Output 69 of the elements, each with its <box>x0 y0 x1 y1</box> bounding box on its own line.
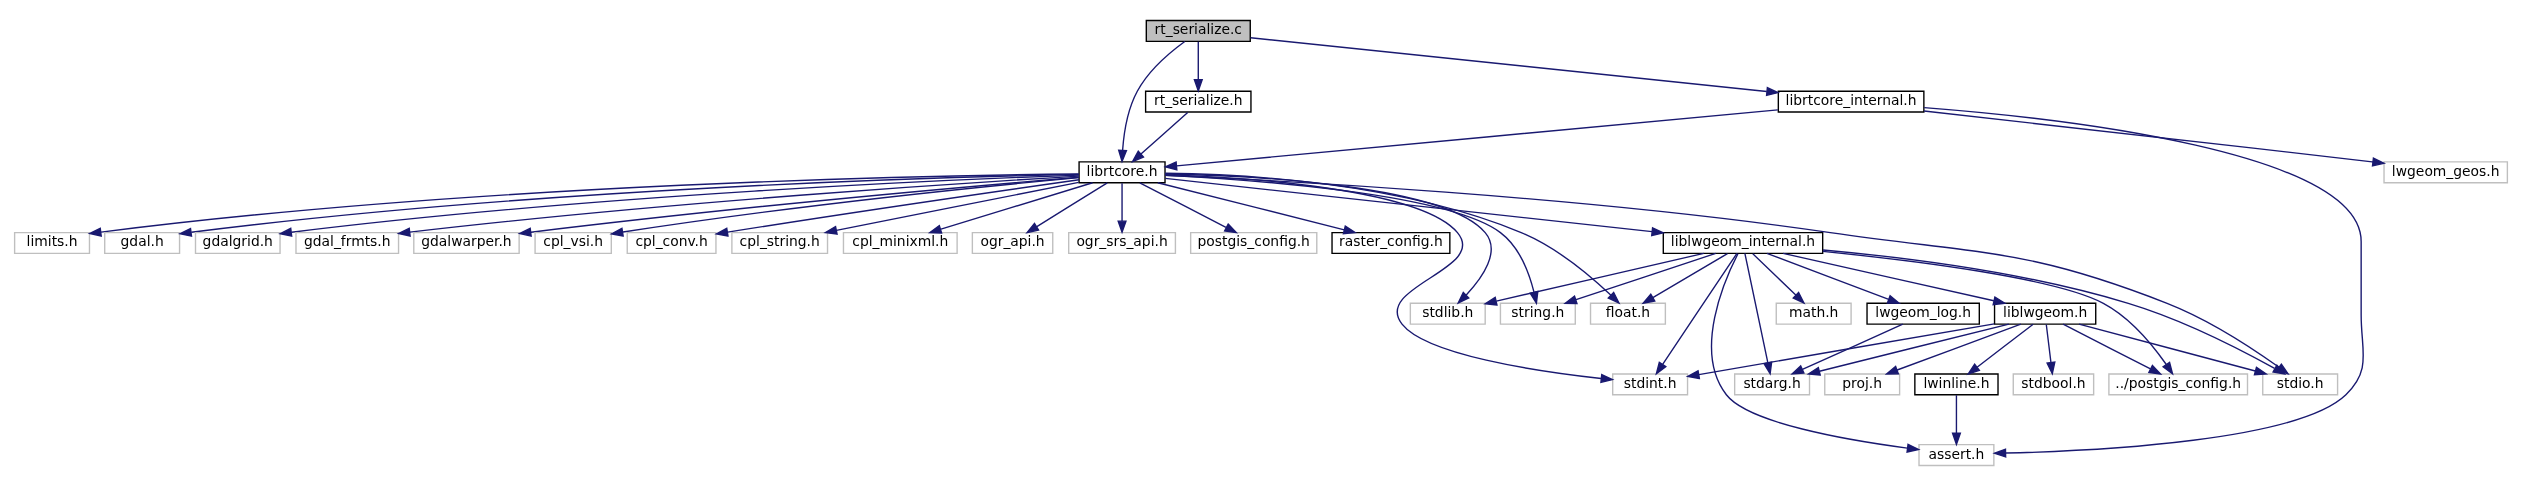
node-box: lwgeom_log.h <box>1866 302 1980 325</box>
node-box: postgis_config.h <box>1189 231 1318 254</box>
node-box: raster_config.h <box>1331 231 1451 254</box>
node-box: limits.h <box>13 231 91 254</box>
node-box: gdal.h <box>104 231 181 254</box>
arrow <box>1951 394 1962 446</box>
arrow <box>1163 108 1779 171</box>
arrow <box>609 176 1080 237</box>
node-box: assert.h <box>1918 443 1995 466</box>
arrow <box>1752 252 1806 304</box>
arrow <box>517 176 1080 237</box>
arrow <box>1822 250 2174 375</box>
arrow <box>1117 181 1127 234</box>
node-box: stdbool.h <box>2012 372 2095 395</box>
node-box: stdlib.h <box>1409 302 1486 325</box>
node-box: gdal_frmts.h <box>295 231 400 254</box>
arrow <box>2062 323 2163 375</box>
arrow <box>396 175 1080 237</box>
arrow <box>2078 322 2269 376</box>
arrow <box>1641 252 1729 304</box>
arrow <box>1164 177 1666 236</box>
node-box: ogr_api.h <box>971 231 1054 254</box>
arrow <box>1249 36 1781 96</box>
node-box: cpl_minixml.h <box>842 231 958 254</box>
arrow <box>1025 181 1108 234</box>
node-box: lwinline.h <box>1914 372 1999 395</box>
arrow <box>1655 252 1738 375</box>
node-box: math.h <box>1775 302 1852 325</box>
node-box: stdio.h <box>2262 372 2339 395</box>
arrow <box>1806 322 2010 376</box>
arrow <box>1157 181 1358 234</box>
node-box: librtcore.h <box>1078 160 1166 183</box>
arrow <box>1563 252 1717 304</box>
arrow <box>1966 323 2034 375</box>
node-box: gdalgrid.h <box>194 231 281 254</box>
node-box: rt_serialize.c <box>1145 19 1251 42</box>
node-box: cpl_string.h <box>731 231 829 254</box>
arrow <box>1923 109 2387 167</box>
node-box: rt_serialize.h <box>1144 90 1252 113</box>
node-box: liblwgeom_internal.h <box>1662 231 1824 254</box>
node-box: stdarg.h <box>1733 372 1811 395</box>
node-box: cpl_conv.h <box>626 231 717 254</box>
arrow <box>1117 40 1186 164</box>
arrow <box>1766 252 1902 304</box>
node-box: lwgeom_geos.h <box>2383 160 2509 183</box>
node-box: float.h <box>1589 302 1667 325</box>
arrow <box>1822 248 2287 375</box>
arrow <box>1164 173 1615 383</box>
arrow <box>823 181 1080 235</box>
node-box: gdalwarper.h <box>413 231 520 254</box>
arrow <box>1139 181 1239 234</box>
arrow <box>1884 322 2022 375</box>
arrow <box>1782 252 2007 305</box>
arrow <box>1790 323 1904 375</box>
arrow <box>1710 252 1921 453</box>
arrow <box>1923 106 2364 458</box>
arrow <box>1193 40 1204 93</box>
arrow <box>2045 323 2056 376</box>
arrow <box>927 181 1094 234</box>
node-box: liblwgeom.h <box>1993 302 2097 325</box>
arrow <box>1131 111 1189 163</box>
node-box: stdint.h <box>1612 372 1689 395</box>
arrow <box>714 178 1080 237</box>
node-box: ogr_srs_api.h <box>1068 231 1177 254</box>
node-box: librtcore_internal.h <box>1777 90 1925 113</box>
node-box: proj.h <box>1824 372 1901 395</box>
node-box: string.h <box>1499 302 1576 325</box>
node-box: ../postgis_config.h <box>2108 372 2249 395</box>
node-box: cpl_vsi.h <box>534 231 612 254</box>
